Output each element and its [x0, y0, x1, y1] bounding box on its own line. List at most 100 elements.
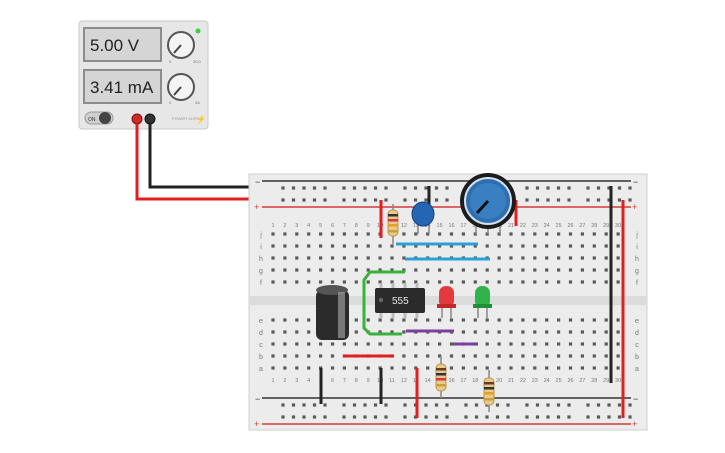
breadboard-hole[interactable] [363, 198, 367, 202]
breadboard-hole[interactable] [330, 342, 335, 346]
breadboard-hole[interactable] [521, 268, 525, 272]
breadboard-hole[interactable] [271, 244, 275, 248]
breadboard-hole[interactable] [506, 415, 510, 419]
breadboard-hole[interactable] [342, 244, 346, 248]
breadboard-hole[interactable] [354, 330, 358, 334]
breadboard-hole[interactable] [438, 318, 442, 322]
breadboard-hole[interactable] [312, 186, 317, 190]
breadboard-hole[interactable] [354, 366, 358, 370]
breadboard-hole[interactable] [281, 403, 285, 407]
breadboard-hole[interactable] [604, 366, 608, 370]
breadboard-hole[interactable] [545, 232, 549, 236]
breadboard-hole[interactable] [291, 403, 296, 407]
breadboard-hole[interactable] [424, 198, 428, 202]
breadboard-hole[interactable] [390, 268, 394, 272]
breadboard-hole[interactable] [604, 268, 608, 272]
breadboard-hole[interactable] [434, 415, 439, 419]
breadboard-hole[interactable] [283, 244, 287, 248]
breadboard-hole[interactable] [449, 318, 454, 322]
breadboard-hole[interactable] [323, 415, 327, 419]
breadboard-hole[interactable] [557, 354, 561, 358]
breadboard-hole[interactable] [403, 403, 407, 407]
breadboard-hole[interactable] [533, 232, 537, 236]
breadboard-hole[interactable] [319, 256, 323, 260]
breadboard-hole[interactable] [378, 342, 382, 346]
breadboard-hole[interactable] [497, 232, 501, 236]
breadboard-hole[interactable] [373, 403, 378, 407]
supply-wire-positive[interactable] [135, 124, 262, 201]
breadboard-hole[interactable] [567, 186, 571, 190]
breadboard-hole[interactable] [342, 268, 346, 272]
breadboard-hole[interactable] [319, 280, 323, 284]
breadboard-hole[interactable] [497, 318, 501, 322]
breadboard-hole[interactable] [271, 354, 275, 358]
ceramic-capacitor[interactable] [411, 201, 435, 234]
breadboard-hole[interactable] [485, 280, 489, 284]
breadboard-hole[interactable] [402, 268, 406, 272]
breadboard-hole[interactable] [545, 366, 549, 370]
breadboard-hole[interactable] [509, 354, 513, 358]
breadboard-hole[interactable] [402, 256, 406, 260]
breadboard-hole[interactable] [354, 244, 358, 248]
breadboard-hole[interactable] [557, 366, 561, 370]
breadboard-hole[interactable] [568, 280, 573, 284]
breadboard-hole[interactable] [291, 186, 296, 190]
breadboard-hole[interactable] [580, 354, 584, 358]
breadboard-hole[interactable] [568, 366, 573, 370]
breadboard-hole[interactable] [414, 280, 418, 284]
breadboard-hole[interactable] [616, 232, 620, 236]
breadboard-hole[interactable] [616, 256, 620, 260]
breadboard-hole[interactable] [617, 403, 622, 407]
breadboard-hole[interactable] [596, 186, 601, 190]
breadboard-hole[interactable] [438, 342, 442, 346]
breadboard-hole[interactable] [545, 318, 549, 322]
breadboard-hole[interactable] [568, 268, 573, 272]
breadboard-hole[interactable] [485, 354, 489, 358]
breadboard-hole[interactable] [557, 280, 561, 284]
breadboard-hole[interactable] [545, 342, 549, 346]
voltage-knob[interactable] [167, 31, 195, 59]
breadboard-hole[interactable] [281, 415, 285, 419]
breadboard-hole[interactable] [424, 186, 428, 190]
breadboard-hole[interactable] [291, 415, 296, 419]
breadboard-hole[interactable] [438, 280, 442, 284]
breadboard-hole[interactable] [373, 186, 378, 190]
breadboard-hole[interactable] [535, 198, 540, 202]
breadboard-hole[interactable] [596, 415, 601, 419]
breadboard-hole[interactable] [604, 354, 608, 358]
breadboard-hole[interactable] [461, 244, 465, 248]
breadboard-hole[interactable] [580, 318, 584, 322]
breadboard-hole[interactable] [509, 280, 513, 284]
breadboard-hole[interactable] [592, 342, 596, 346]
breadboard-hole[interactable] [568, 318, 573, 322]
breadboard-hole[interactable] [342, 232, 346, 236]
resistor-top[interactable] [387, 204, 399, 244]
breadboard-hole[interactable] [521, 330, 525, 334]
breadboard-hole[interactable] [461, 354, 465, 358]
breadboard-hole[interactable] [474, 403, 479, 407]
breadboard-hole[interactable] [366, 244, 370, 248]
breadboard-hole[interactable] [628, 403, 632, 407]
breadboard-hole[interactable] [271, 280, 275, 284]
breadboard-hole[interactable] [497, 330, 501, 334]
breadboard-hole[interactable] [473, 268, 477, 272]
breadboard-hole[interactable] [426, 342, 430, 346]
breadboard-hole[interactable] [424, 403, 428, 407]
breadboard-hole[interactable] [330, 354, 335, 358]
breadboard-hole[interactable] [295, 354, 299, 358]
breadboard-hole[interactable] [342, 280, 346, 284]
breadboard-hole[interactable] [592, 280, 596, 284]
breadboard-hole[interactable] [319, 244, 323, 248]
breadboard-hole[interactable] [556, 198, 561, 202]
breadboard-hole[interactable] [473, 244, 477, 248]
breadboard-hole[interactable] [413, 186, 418, 190]
breadboard-hole[interactable] [363, 415, 367, 419]
positive-terminal[interactable] [131, 113, 143, 125]
breadboard-hole[interactable] [461, 330, 465, 334]
breadboard-hole[interactable] [283, 330, 287, 334]
breadboard-hole[interactable] [557, 342, 561, 346]
breadboard-hole[interactable] [628, 198, 632, 202]
breadboard-hole[interactable] [533, 256, 537, 260]
breadboard-hole[interactable] [596, 198, 601, 202]
breadboard-hole[interactable] [495, 415, 500, 419]
